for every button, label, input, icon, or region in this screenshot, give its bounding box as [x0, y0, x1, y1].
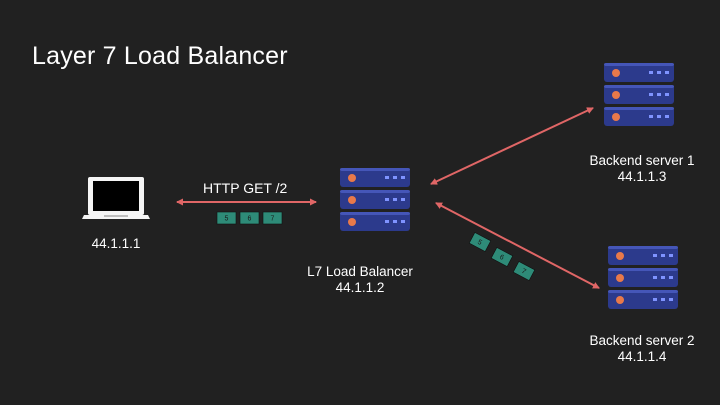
client-ip: 44.1.1.1: [91, 236, 141, 251]
packet: 7: [262, 211, 283, 225]
packet-label: 6: [498, 254, 505, 262]
backend-server-2-name: Backend server 2: [589, 333, 695, 348]
client-ip-label: 44.1.1.1: [88, 236, 144, 252]
server-unit: [340, 190, 410, 209]
server-unit: [340, 212, 410, 231]
page-title: Layer 7 Load Balancer: [32, 42, 288, 70]
backend-server-1-name: Backend server 1: [589, 153, 695, 168]
packet-label: 5: [476, 239, 483, 247]
load-balancer-ip: 44.1.1.2: [335, 280, 385, 295]
lb-backend1-arrow: [430, 107, 594, 185]
backend-server-2-icon: [608, 246, 678, 309]
server-unit: [608, 268, 678, 287]
packet-label: 7: [520, 268, 527, 276]
packet: 7: [512, 261, 536, 281]
backend-server-2-label: Backend server 2 44.1.1.4: [585, 333, 699, 365]
packet: 6: [239, 211, 260, 225]
packet: 5: [216, 211, 237, 225]
lb-backend2-arrow: [435, 202, 600, 289]
backend-server-1-icon: [604, 63, 674, 126]
backend-server-1-label: Backend server 1 44.1.1.3: [585, 153, 699, 185]
client-packet-group: 5 6 7: [216, 211, 283, 225]
load-balancer-server-icon: [340, 168, 410, 231]
backend-server-1-ip: 44.1.1.3: [617, 169, 667, 184]
server-unit: [340, 168, 410, 187]
backend-packet-group: 5 6 7: [468, 232, 536, 281]
load-balancer-label: L7 Load Balancer 44.1.1.2: [307, 264, 413, 296]
server-unit: [604, 85, 674, 104]
packet: 5: [468, 232, 492, 252]
server-unit: [608, 290, 678, 309]
packet-label: 6: [248, 216, 252, 223]
packet: 6: [490, 247, 514, 267]
server-unit: [604, 107, 674, 126]
packet-label: 5: [225, 216, 229, 223]
laptop-icon: [82, 177, 150, 219]
backend-server-2-ip: 44.1.1.4: [617, 349, 667, 364]
server-unit: [608, 246, 678, 265]
load-balancer-name: L7 Load Balancer: [307, 264, 413, 279]
packet-label: 7: [271, 216, 275, 223]
server-unit: [604, 63, 674, 82]
request-label: HTTP GET /2: [203, 180, 288, 196]
